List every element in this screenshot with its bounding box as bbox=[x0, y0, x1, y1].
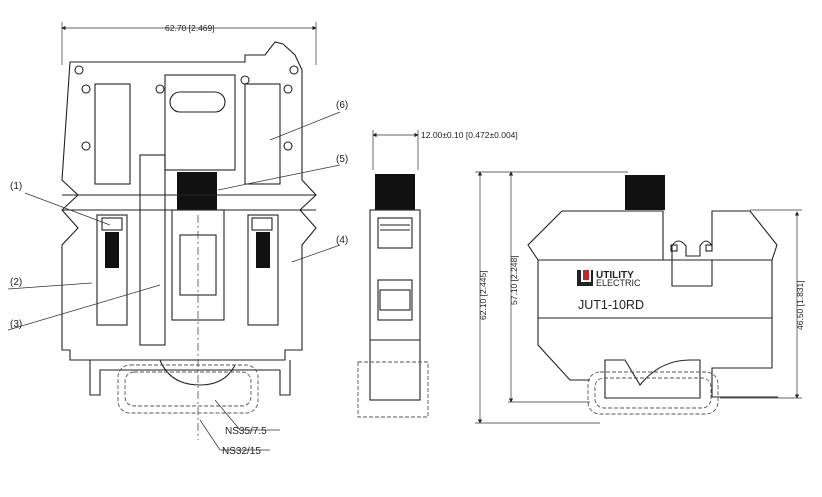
brand-line2: ELECTRIC bbox=[596, 278, 641, 288]
front-view: 62.70 [2.469] (1) (2) (3) bbox=[7, 22, 348, 457]
brand-line1: UTILITY bbox=[596, 270, 634, 281]
dimension-height-body: 46.50 [1.831] bbox=[795, 280, 805, 330]
dimension-width-side: 12.00±0.10 [0.472±0.004] bbox=[421, 130, 518, 140]
callout-3: (3) bbox=[10, 319, 22, 330]
callout-5: (5) bbox=[336, 154, 348, 165]
side-view: 12.00±0.10 [0.472±0.004] bbox=[357, 130, 518, 418]
dimension-width-front: 62.70 [2.469] bbox=[165, 23, 215, 33]
callout-4: (4) bbox=[336, 235, 348, 246]
callout-6: (6) bbox=[336, 100, 348, 111]
callout-1: (1) bbox=[10, 181, 22, 192]
callout-2: (2) bbox=[10, 277, 22, 288]
rail-label-ns35: NS35/7.5 bbox=[225, 426, 267, 437]
dimension-height-total: 62.10 [2.445] bbox=[478, 270, 488, 320]
utility-electric-logo: UTILITY ELECTRIC bbox=[577, 270, 641, 288]
end-view: 62.10 [2.445] 57.10 [2.248] 46.50 [1.831… bbox=[475, 171, 805, 424]
dimension-height-rail: 57.10 [2.248] bbox=[509, 255, 519, 305]
rail-label-ns32: NS32/15 bbox=[222, 446, 261, 457]
model-number: JUT1-10RD bbox=[578, 298, 644, 312]
